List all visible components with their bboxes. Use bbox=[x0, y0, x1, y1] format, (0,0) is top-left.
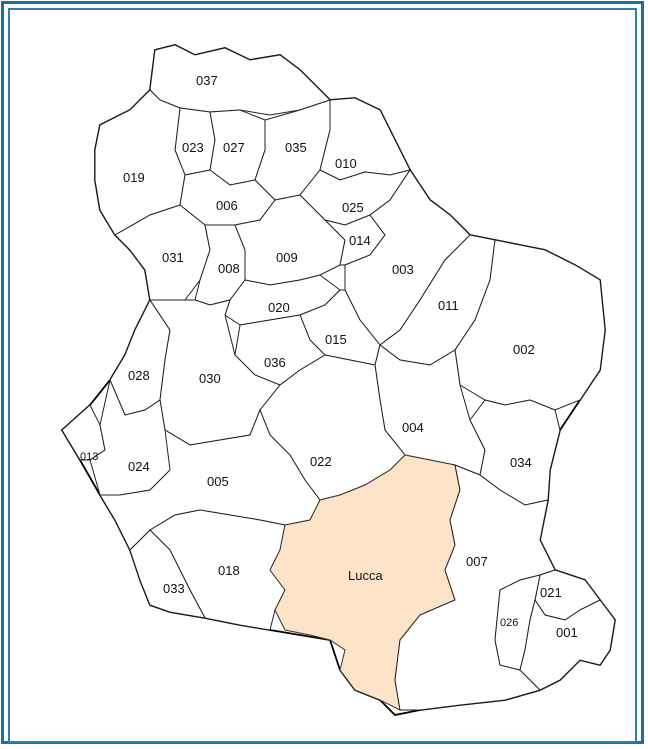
label-014: 014 bbox=[349, 233, 371, 248]
label-031: 031 bbox=[162, 250, 184, 265]
label-021: 021 bbox=[540, 585, 562, 600]
label-025: 025 bbox=[342, 200, 364, 215]
label-013: 013 bbox=[80, 451, 98, 463]
region-037[interactable] bbox=[149, 44, 331, 116]
label-019: 019 bbox=[123, 170, 145, 185]
label-026: 026 bbox=[500, 617, 518, 629]
label-036: 036 bbox=[264, 355, 286, 370]
label-033: 033 bbox=[163, 581, 185, 596]
label-010: 010 bbox=[335, 156, 357, 171]
label-001: 001 bbox=[556, 625, 578, 640]
label-030: 030 bbox=[199, 371, 221, 386]
label-007: 007 bbox=[466, 554, 488, 569]
region-010[interactable] bbox=[319, 97, 411, 181]
label-008: 008 bbox=[218, 261, 240, 276]
label-009: 009 bbox=[276, 250, 298, 265]
region-033[interactable] bbox=[129, 529, 206, 619]
label-005: 005 bbox=[207, 474, 229, 489]
label-004: 004 bbox=[402, 420, 424, 435]
label-027: 027 bbox=[223, 140, 245, 155]
label-023: 023 bbox=[182, 140, 204, 155]
region-001[interactable] bbox=[519, 598, 616, 691]
label-006: 006 bbox=[216, 198, 238, 213]
label-003: 003 bbox=[392, 262, 414, 277]
label-037: 037 bbox=[196, 73, 218, 88]
label-002: 002 bbox=[513, 342, 535, 357]
map-frame-inner bbox=[8, 8, 637, 743]
label-034: 034 bbox=[510, 455, 532, 470]
label-020: 020 bbox=[268, 300, 290, 315]
label-022: 022 bbox=[310, 454, 332, 469]
label-035: 035 bbox=[285, 140, 307, 155]
label-011: 011 bbox=[438, 298, 459, 313]
label-018: 018 bbox=[218, 563, 240, 578]
label-024: 024 bbox=[128, 459, 150, 474]
label-lucca: Lucca bbox=[348, 568, 383, 583]
label-015: 015 bbox=[325, 332, 347, 347]
label-028: 028 bbox=[128, 368, 150, 383]
